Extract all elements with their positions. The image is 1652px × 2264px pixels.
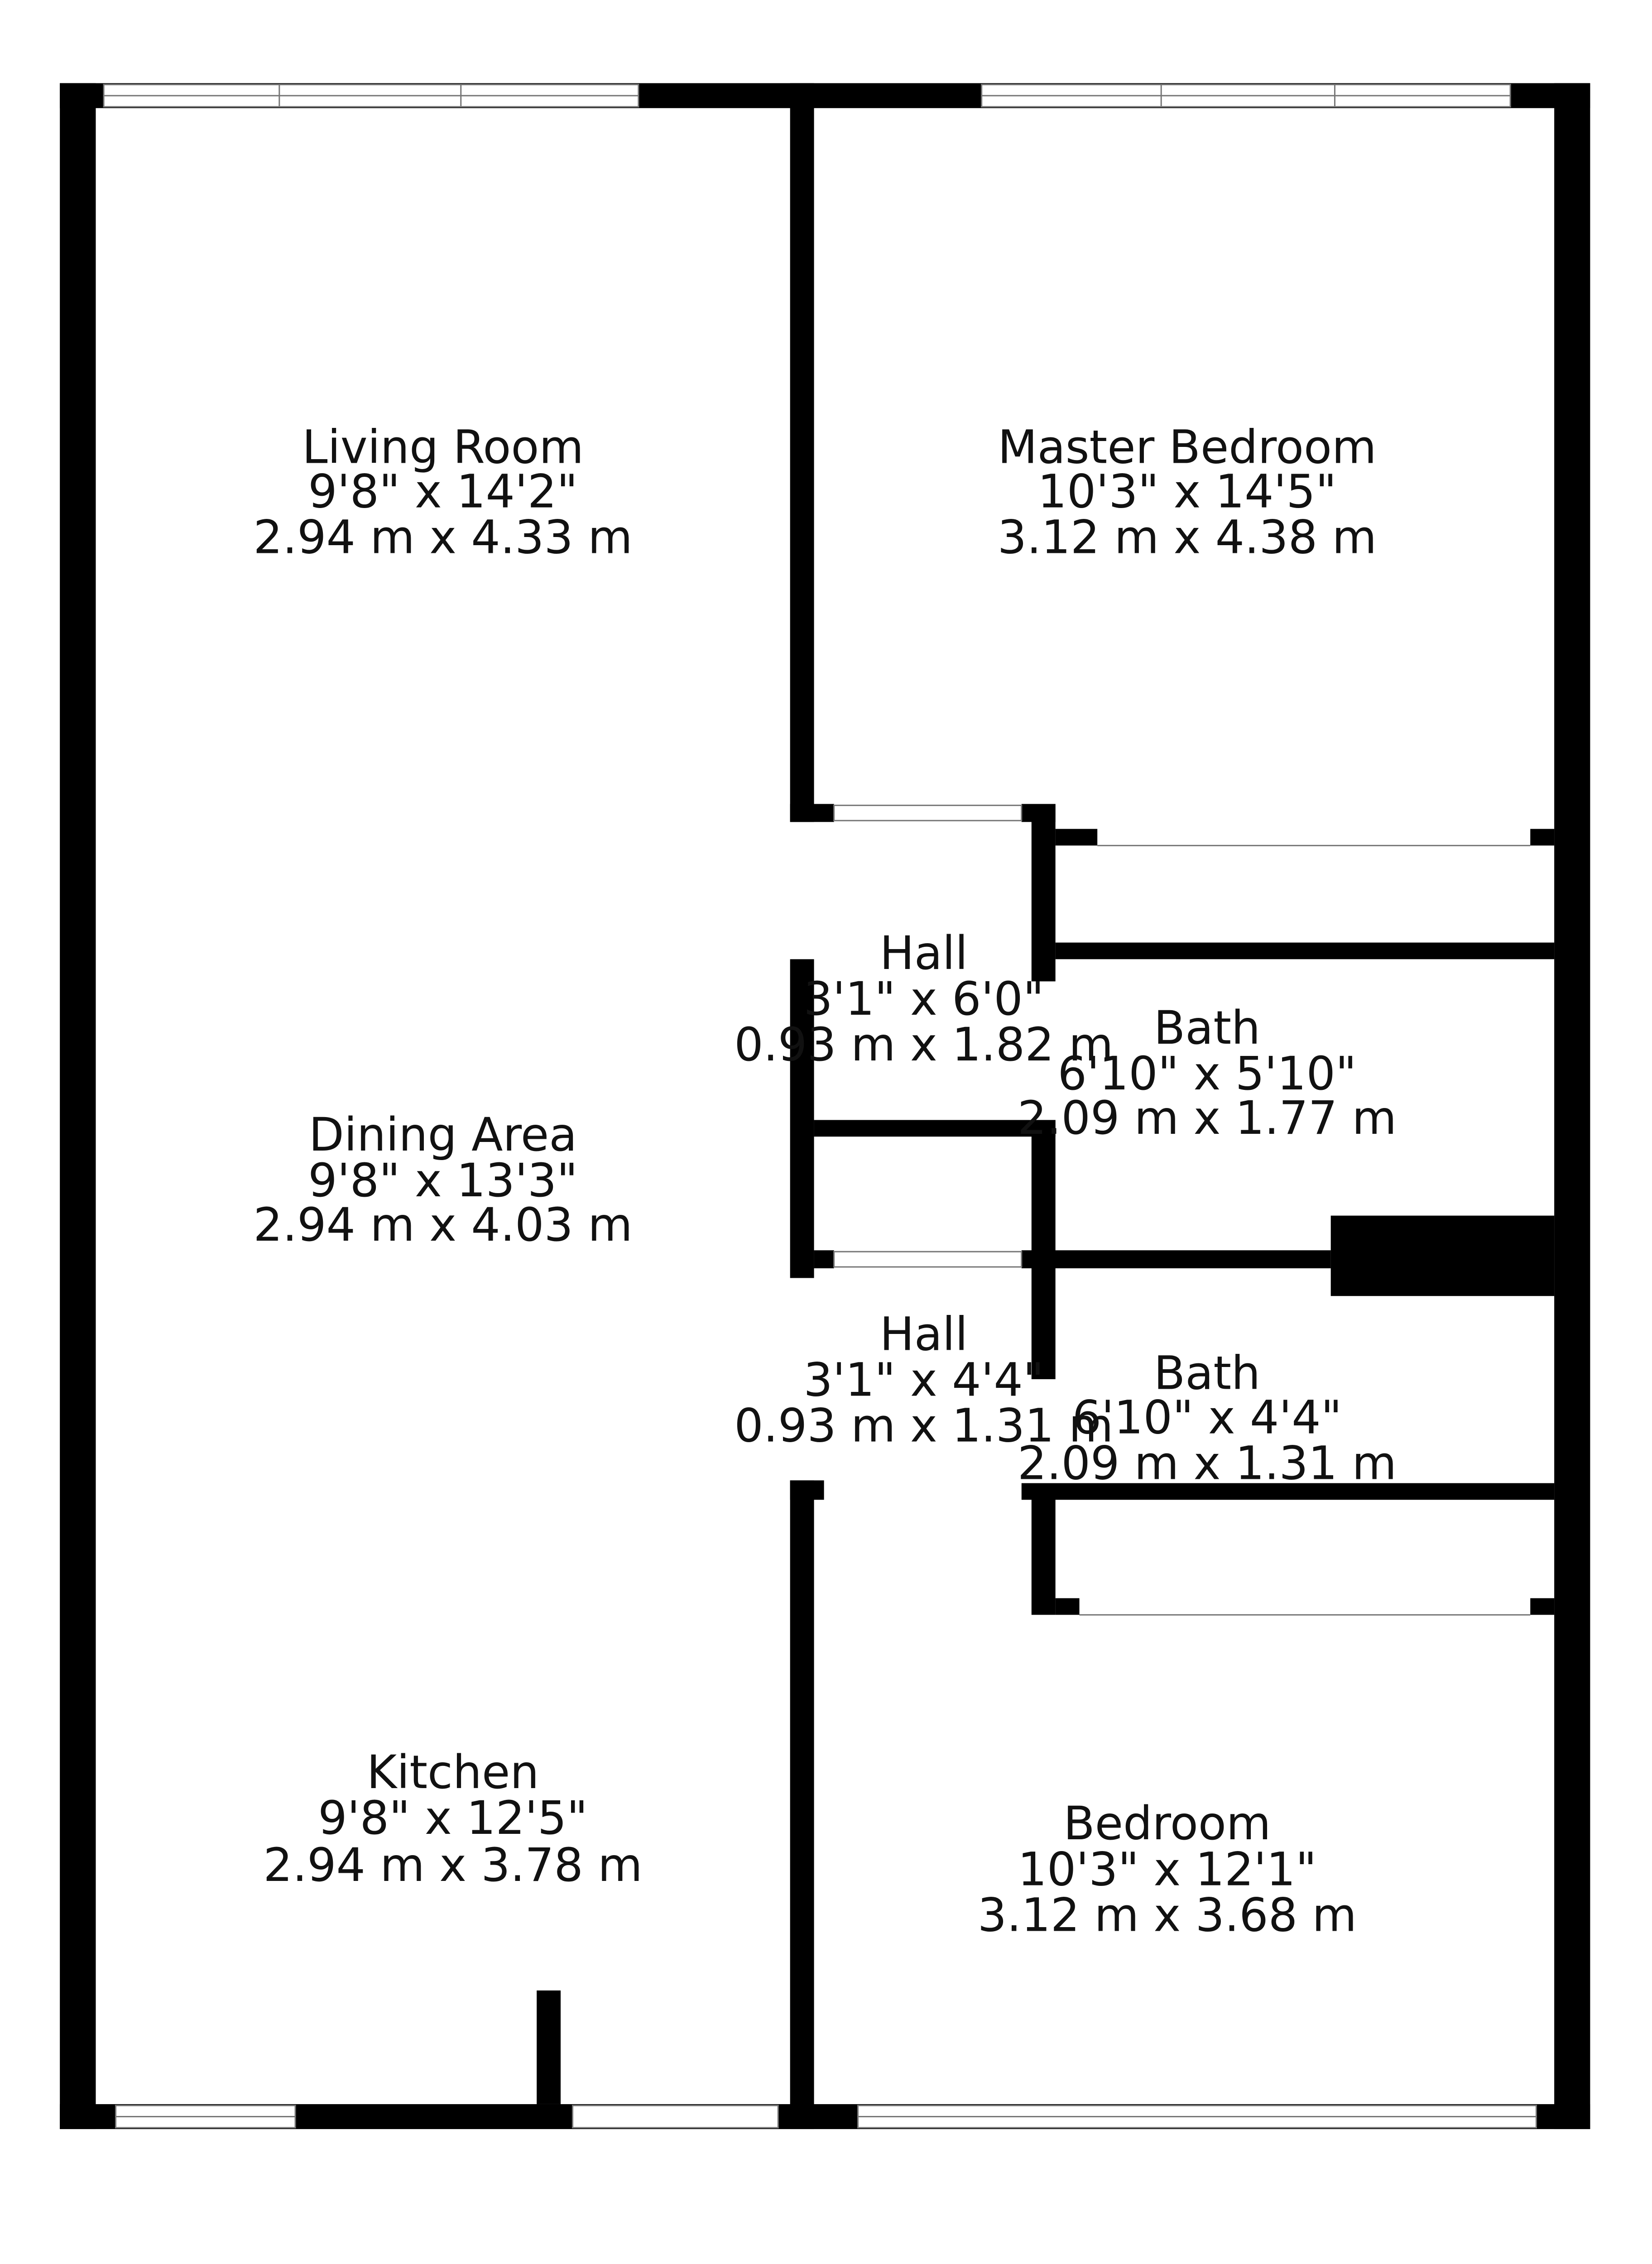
room-dining: Dining Area 9'8" x 13'3" 2.94 m x 4.03 m: [253, 1108, 632, 1252]
entry-door: [572, 2106, 778, 2128]
wall-outer-right: [1554, 83, 1590, 2130]
room-master-bedroom: Master Bedroom 10'3" x 14'5" 3.12 m x 4.…: [998, 420, 1377, 564]
wall-hall-top-left: [790, 804, 834, 822]
room-name: Hall: [880, 926, 968, 980]
wall-hall-closet-top: [814, 1120, 1056, 1137]
room-kitchen: Kitchen 9'8" x 12'5" 2.94 m x 3.78 m: [263, 1746, 642, 1892]
room-name: Master Bedroom: [998, 420, 1376, 474]
room-metric: 3.12 m x 4.38 m: [998, 510, 1377, 564]
room-bath-1: Bath 6'10" x 5'10" 2.09 m x 1.77 m: [1018, 1001, 1397, 1145]
closet-block-right: [1530, 829, 1555, 846]
door-hall-top: [834, 806, 1022, 821]
room-name: Bath: [1154, 1346, 1261, 1400]
wall-center-upper: [790, 83, 814, 822]
room-imperial: 6'10" x 4'4": [1072, 1391, 1342, 1444]
wall-kitchen-stub: [537, 1990, 561, 2104]
room-imperial: 3'1" x 4'4": [803, 1353, 1044, 1407]
room-metric: 0.93 m x 1.82 m: [734, 1018, 1113, 1071]
wall-hall-right-upper: [1031, 804, 1056, 982]
closet2-block-right: [1530, 1598, 1555, 1615]
room-metric: 2.94 m x 4.33 m: [253, 510, 632, 564]
room-metric: 2.94 m x 4.03 m: [253, 1198, 632, 1252]
room-name: Kitchen: [367, 1746, 539, 1799]
wall-center-lower: [790, 1480, 814, 2130]
closet2-block-left: [1055, 1598, 1080, 1615]
room-name: Bedroom: [1063, 1797, 1271, 1850]
room-imperial: 9'8" x 14'2": [308, 465, 578, 518]
wall-stub: [790, 1480, 824, 1500]
room-metric: 2.94 m x 3.78 m: [263, 1838, 642, 1892]
wall-bath-top: [1055, 942, 1555, 959]
room-name: Dining Area: [309, 1108, 577, 1161]
room-hall-1: Hall 3'1" x 6'0" 0.93 m x 1.82 m: [734, 926, 1113, 1071]
room-imperial: 9'8" x 12'5": [318, 1791, 588, 1845]
wall-bedroom-closet-left: [1031, 1483, 1056, 1615]
wall-center-middle: [790, 959, 814, 1278]
door-hall-mid: [834, 1252, 1022, 1267]
floor-plan: Living Room 9'8" x 14'2" 2.94 m x 4.33 m…: [60, 0, 1590, 2173]
room-imperial: 3'1" x 6'0": [803, 972, 1044, 1026]
room-imperial: 10'3" x 14'5": [1037, 465, 1336, 518]
wall-mid: [1021, 1250, 1331, 1269]
windows-doors: [104, 85, 1536, 2128]
room-bath-2: Bath 6'10" x 4'4" 2.09 m x 1.31 m: [1018, 1346, 1397, 1490]
wall-outer-left: [60, 83, 96, 2130]
wall-mid-left-block: [814, 1250, 834, 1269]
closet-block-left: [1055, 829, 1098, 846]
wall-bath2-bottom: [1021, 1483, 1555, 1500]
wall-hall-closet-right: [1031, 1120, 1056, 1379]
room-metric: 3.12 m x 3.68 m: [978, 1888, 1357, 1942]
room-imperial: 9'8" x 13'3": [308, 1154, 578, 1207]
room-metric: 2.09 m x 1.77 m: [1018, 1091, 1397, 1145]
room-hall-2: Hall 3'1" x 4'4" 0.93 m x 1.31 m: [734, 1308, 1113, 1453]
room-imperial: 10'3" x 12'1": [1018, 1842, 1316, 1896]
room-name: Bath: [1154, 1001, 1261, 1055]
room-metric: 2.09 m x 1.31 m: [1018, 1436, 1397, 1490]
room-bedroom: Bedroom 10'3" x 12'1" 3.12 m x 3.68 m: [978, 1797, 1357, 1942]
room-living: Living Room 9'8" x 14'2" 2.94 m x 4.33 m: [253, 420, 632, 564]
room-name: Living Room: [302, 420, 584, 474]
shaft: [1330, 1215, 1555, 1296]
room-imperial: 6'10" x 5'10": [1057, 1047, 1356, 1100]
room-name: Hall: [880, 1308, 968, 1361]
room-metric: 0.93 m x 1.31 m: [734, 1399, 1113, 1453]
